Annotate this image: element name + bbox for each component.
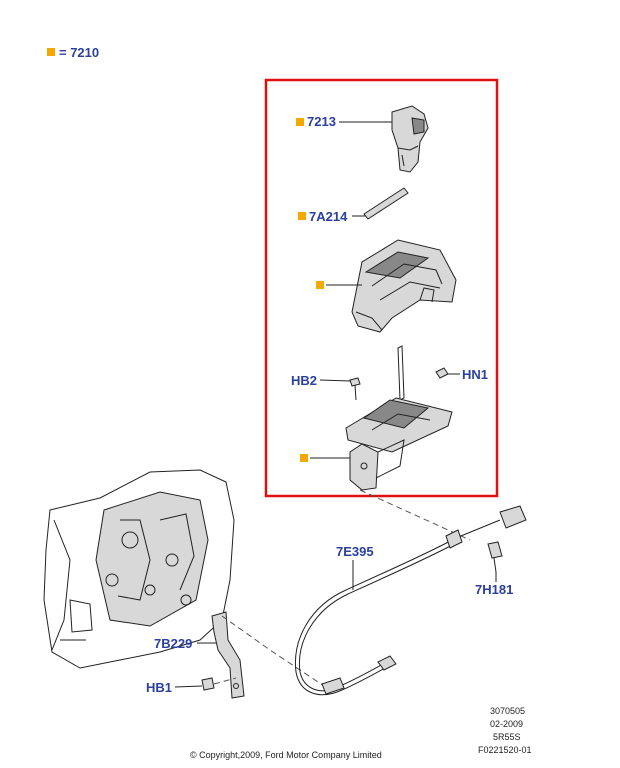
label-7a214: 7A214 [309, 209, 348, 224]
transmission-part [43, 469, 235, 669]
bracket-7b229-part [211, 611, 245, 699]
label-hb2: HB2 [291, 373, 317, 388]
legend-text: = 7210 [59, 45, 99, 60]
copyright-text: © Copyright,2009, Ford Motor Company Lim… [190, 750, 382, 760]
shifter-assembly-part [345, 345, 453, 491]
highlight-box [264, 78, 499, 498]
shift-knob-part [391, 105, 429, 173]
info-line-2: 02-2009 [490, 719, 523, 729]
shift-bezel-part [351, 239, 457, 333]
legend-marker [47, 48, 55, 56]
marker-bezel [316, 281, 324, 289]
shift-cable-part [294, 505, 527, 696]
info-line-3: 5R55S [493, 732, 521, 742]
bolt-hb2-part [349, 377, 361, 401]
info-line-1: 3070505 [490, 706, 525, 716]
nut-hn1-part [435, 367, 449, 379]
label-7b229: 7B229 [154, 636, 192, 651]
marker-7213 [296, 118, 304, 126]
clip-7h181-part [487, 541, 503, 573]
bolt-hb1-part [201, 677, 215, 691]
info-line-4: F0221520-01 [478, 745, 532, 755]
label-7e395: 7E395 [336, 544, 374, 559]
seal-strip-part [363, 187, 409, 220]
label-hn1: HN1 [462, 367, 488, 382]
label-7h181: 7H181 [475, 582, 513, 597]
marker-7a214 [298, 212, 306, 220]
marker-shifter [300, 454, 308, 462]
label-hb1: HB1 [146, 680, 172, 695]
label-7213: 7213 [307, 114, 336, 129]
